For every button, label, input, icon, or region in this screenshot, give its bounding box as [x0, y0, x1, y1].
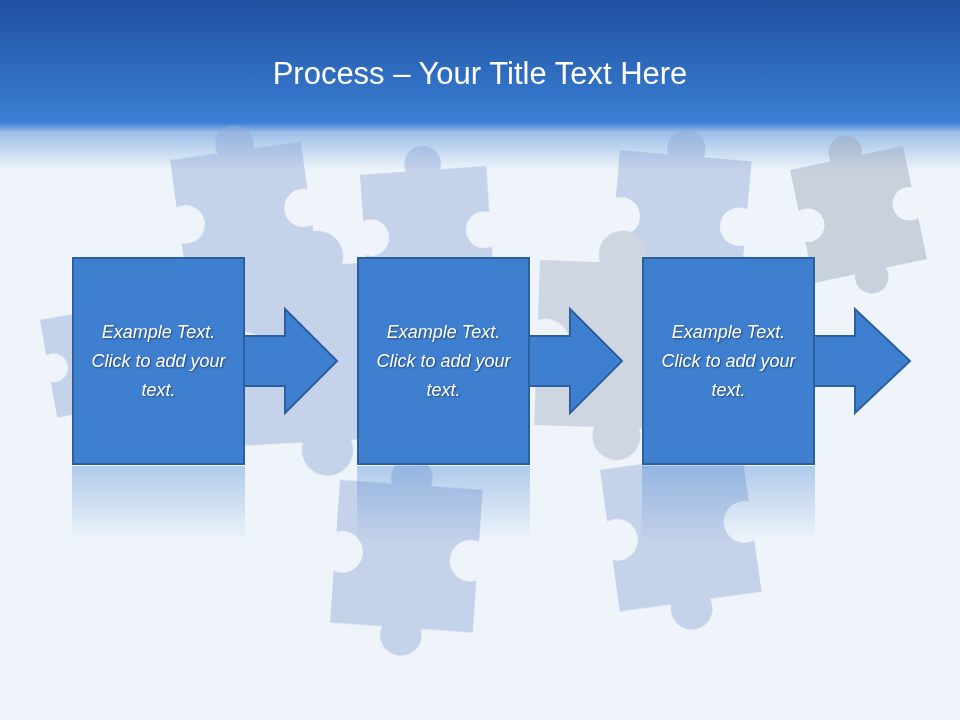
- process-box: Example Text. Click to add your text.: [72, 257, 245, 465]
- block-arrow: [528, 309, 622, 413]
- box-text: Example Text. Click to add your text.: [644, 312, 813, 411]
- end-arrow: [813, 309, 910, 413]
- puzzle-pieces: [37, 116, 932, 661]
- reflections: [72, 466, 815, 541]
- box-text: Example Text. Click to add your text.: [74, 312, 243, 411]
- header-band: [0, 0, 960, 170]
- slide-title: Process – Your Title Text Here: [0, 54, 960, 94]
- block-arrow: [243, 309, 337, 413]
- process-box: Example Text. Click to add your text.: [642, 257, 815, 465]
- box-text: Example Text. Click to add your text.: [359, 312, 528, 411]
- process-box: Example Text. Click to add your text.: [357, 257, 530, 465]
